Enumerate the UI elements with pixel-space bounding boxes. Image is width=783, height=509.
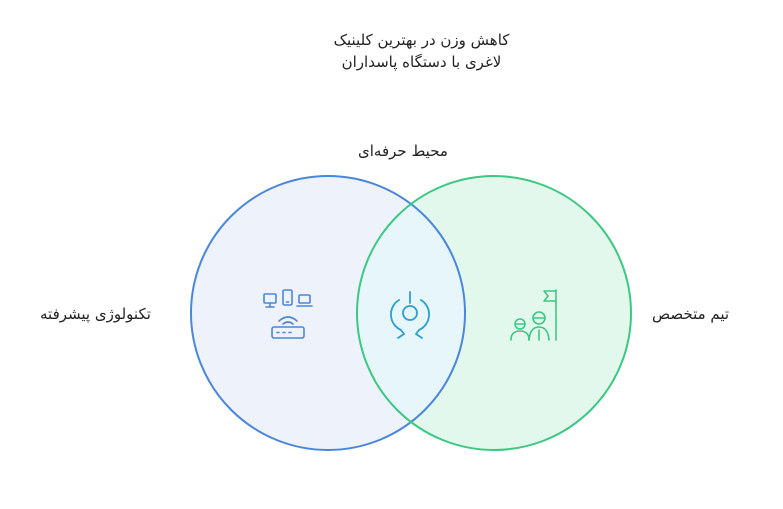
power-plug-icon: [390, 291, 430, 339]
team-flag-icon: [510, 289, 557, 341]
right-circle-outline: [356, 175, 632, 451]
intersection-region: [357, 176, 465, 450]
right-circle-label: تیم متخصص: [652, 305, 730, 323]
diagram-title-line-1: کاهش وزن در بهترین کلینیک: [333, 31, 510, 49]
left-circle-outline: [190, 175, 466, 451]
intersection-label: محیط حرفه‌ای: [358, 142, 448, 160]
devices-router-icon: [263, 289, 313, 339]
left-circle-label: تکنولوژی پیشرفته: [40, 305, 151, 323]
diagram-title-line-2: لاغری با دستگاه پاسداران: [341, 53, 502, 71]
